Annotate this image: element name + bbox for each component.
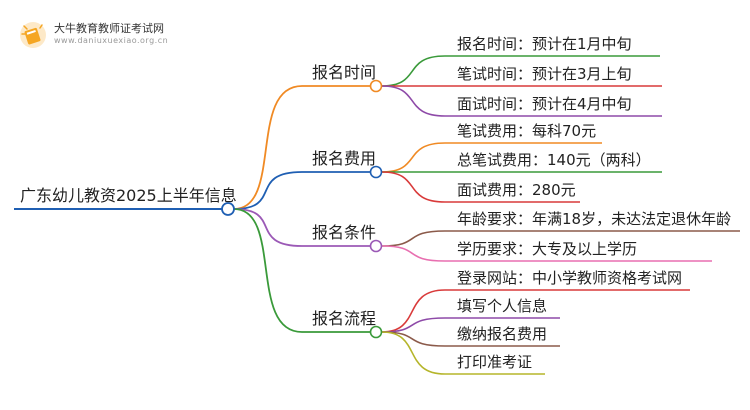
leaf-topic: 报名时间：预计在1月中旬 (457, 35, 632, 53)
branch-to-leaf-connector (381, 142, 446, 173)
branch-node-circle (369, 79, 383, 93)
book-logo-icon (20, 22, 46, 48)
root-to-branch-connector (233, 171, 303, 210)
branch-to-leaf-connector (381, 85, 446, 117)
root-node-circle (221, 202, 235, 216)
site-logo: 大牛教育教师证考试网 www.daniuxuexiao.org.cn (14, 18, 214, 52)
leaf-topic: 学历要求：大专及以上学历 (457, 240, 638, 258)
branch-topic: 报名条件 (312, 223, 377, 242)
branch-node-circle (369, 239, 383, 253)
leaf-topic: 笔试费用：每科70元 (457, 122, 597, 140)
root-to-branch-connector (233, 208, 303, 247)
branch-topic: 报名费用 (312, 149, 377, 168)
root-to-branch-connector (233, 85, 303, 210)
branch-to-leaf-connector (381, 289, 446, 333)
leaf-topic: 年龄要求：年满18岁，未达法定退休年龄 (457, 210, 732, 228)
branch-to-leaf-connector (381, 171, 446, 203)
branch-topic: 报名时间 (312, 63, 377, 82)
leaf-topic: 面试时间：预计在4月中旬 (457, 95, 632, 113)
branch-node-circle (369, 325, 383, 339)
leaf-topic: 笔试时间：预计在3月上旬 (457, 65, 632, 83)
leaf-topic: 总笔试费用：140元（两科） (457, 151, 651, 169)
root-to-branch-connector (233, 208, 303, 333)
root-topic: 广东幼儿教资2025上半年信息 (20, 186, 237, 205)
branch-to-leaf-connector (381, 55, 446, 87)
branch-to-leaf-connector (381, 245, 446, 262)
branch-to-leaf-connector (381, 331, 446, 347)
branch-to-leaf-connector (381, 317, 446, 333)
leaf-topic: 缴纳报名费用 (457, 325, 548, 343)
branch-topic: 报名流程 (312, 309, 377, 328)
branch-to-leaf-connector (381, 230, 446, 247)
leaf-topic: 面试费用：280元 (457, 181, 576, 199)
leaf-topic: 填写个人信息 (457, 297, 548, 315)
branch-to-leaf-connector (381, 331, 446, 375)
leaf-topic: 登录网站：中小学教师资格考试网 (457, 269, 683, 287)
branch-node-circle (369, 165, 383, 179)
logo-title: 大牛教育教师证考试网 (54, 22, 164, 35)
logo-url: www.daniuxuexiao.org.cn (54, 36, 169, 45)
leaf-topic: 打印准考证 (457, 353, 533, 371)
